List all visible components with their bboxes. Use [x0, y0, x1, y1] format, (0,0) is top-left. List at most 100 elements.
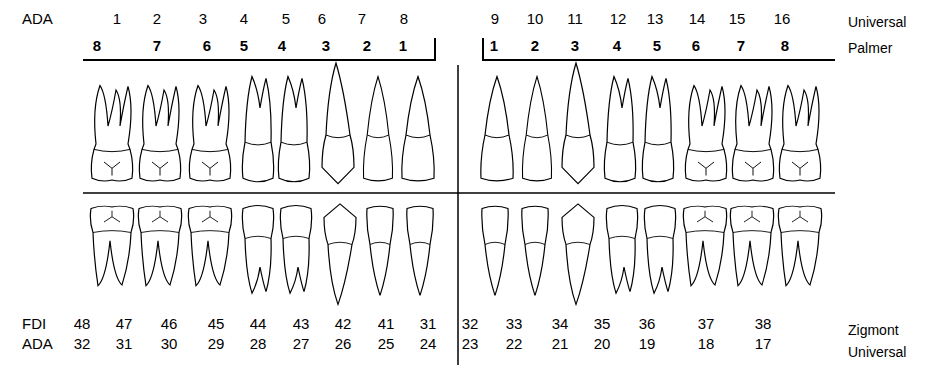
label-holder: 26: [335, 336, 352, 351]
tooth-number: 23: [462, 336, 479, 351]
system-name: ADA: [22, 11, 53, 26]
tooth-number: 38: [755, 316, 772, 331]
tooth-number: 10: [527, 11, 544, 26]
label-holder: 36: [639, 316, 656, 331]
tooth-number: 21: [552, 336, 569, 351]
system-name: FDI: [22, 316, 46, 331]
label-holder: 31: [420, 316, 437, 331]
premolar: [604, 76, 635, 181]
label-holder: 30: [161, 336, 178, 351]
tooth-number: 8: [781, 38, 789, 53]
tooth-number: 18: [698, 336, 715, 351]
label-holder: FDI: [22, 316, 46, 331]
label-holder: 42: [335, 316, 352, 331]
tooth-number: 2: [363, 38, 371, 53]
label-holder: 23: [462, 336, 479, 351]
tooth-number: 7: [737, 38, 745, 53]
tooth-number: 4: [613, 38, 621, 53]
quadrant-bracket: [483, 38, 835, 60]
label-holder: 25: [378, 336, 395, 351]
label-holder: 15: [729, 11, 746, 26]
midline-divider: [457, 65, 459, 365]
label-holder: 38: [755, 316, 772, 331]
tooth-number: 28: [250, 336, 267, 351]
canine: [562, 63, 594, 184]
tooth-number: 15: [729, 11, 746, 26]
label-holder: ADA: [22, 11, 53, 26]
label-holder: 34: [552, 316, 569, 331]
incisor: [482, 206, 508, 295]
label-holder: 44: [250, 316, 267, 331]
label-holder: 45: [208, 316, 225, 331]
system-name: Zigmont: [848, 323, 899, 337]
label-holder: 8: [781, 38, 789, 53]
incisor: [522, 76, 551, 180]
tooth-number: 42: [335, 316, 352, 331]
label-holder: 43: [293, 316, 310, 331]
tooth-number: 1: [113, 11, 121, 26]
tooth-number: 26: [335, 336, 352, 351]
tooth-number: 5: [240, 38, 248, 53]
tooth-number: 25: [378, 336, 395, 351]
label-holder: 4: [240, 11, 248, 26]
incisor: [367, 206, 393, 295]
tooth-number: 35: [594, 316, 611, 331]
label-holder: 2: [531, 38, 539, 53]
tooth-number: 41: [378, 316, 395, 331]
label-holder: 10: [527, 11, 544, 26]
label-holder: Zigmont: [848, 323, 899, 337]
tooth-number: 16: [774, 11, 791, 26]
incisor: [363, 76, 392, 180]
label-holder: 3: [571, 38, 579, 53]
tooth-number: 32: [74, 336, 91, 351]
molar: [189, 86, 230, 182]
canine: [562, 204, 594, 305]
label-holder: 7: [358, 11, 366, 26]
arch-divider: [83, 192, 835, 194]
tooth-number: 27: [293, 336, 310, 351]
molar: [683, 206, 726, 286]
label-holder: 5: [653, 38, 661, 53]
canine: [322, 63, 354, 184]
incisor: [481, 76, 513, 180]
premolar: [644, 206, 675, 294]
system-name: Universal: [848, 15, 906, 29]
label-holder: 2: [363, 38, 371, 53]
label-holder: 35: [594, 316, 611, 331]
molar: [685, 86, 726, 182]
label-holder: 20: [594, 336, 611, 351]
tooth-number: 5: [282, 11, 290, 26]
molar: [732, 86, 773, 182]
label-holder: 4: [613, 38, 621, 53]
tooth-number: 31: [420, 316, 437, 331]
label-holder: 9: [491, 11, 499, 26]
incisor: [407, 206, 433, 295]
label-holder: 6: [318, 11, 326, 26]
label-holder: 29: [208, 336, 225, 351]
tooth-number: 32: [462, 316, 479, 331]
label-holder: 5: [282, 11, 290, 26]
tooth-number: 45: [208, 316, 225, 331]
molar: [188, 206, 231, 286]
tooth-number: 47: [116, 316, 133, 331]
premolar: [242, 206, 273, 294]
tooth-number: 31: [116, 336, 133, 351]
tooth-number: 34: [552, 316, 569, 331]
lower-teeth: [90, 204, 821, 305]
tooth-number: 46: [161, 316, 178, 331]
tooth-number: 1: [399, 38, 407, 53]
tooth-number: 3: [571, 38, 579, 53]
tooth-number: 9: [491, 11, 499, 26]
system-name: ADA: [22, 336, 53, 351]
label-holder: 47: [116, 316, 133, 331]
molar: [139, 86, 180, 182]
tooth-number: 19: [639, 336, 656, 351]
tooth-number: 22: [506, 336, 523, 351]
premolar: [642, 76, 673, 181]
tooth-number: 1: [490, 38, 498, 53]
label-holder: 21: [552, 336, 569, 351]
label-holder: 41: [378, 316, 395, 331]
label-holder: 33: [506, 316, 523, 331]
label-holder: 6: [692, 38, 700, 53]
